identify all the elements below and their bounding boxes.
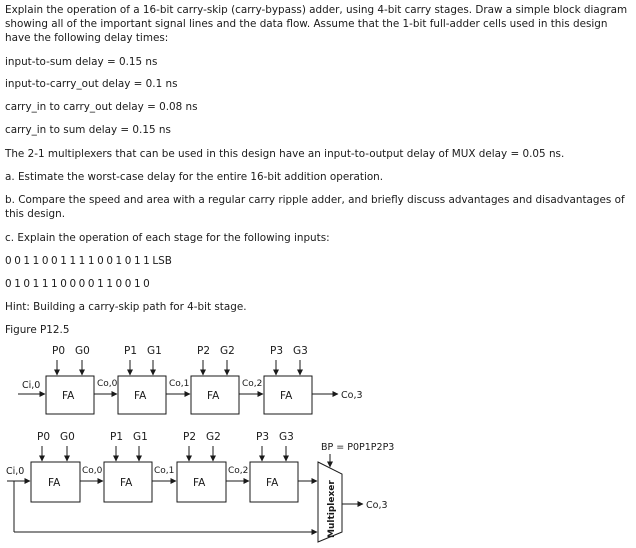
mux-delay-note: The 2-1 multiplexers that can be used in… — [5, 148, 565, 160]
top-p-g-labels: P0 G0 P1 G1 P2 G2 P3 G3 — [52, 345, 308, 357]
svg-text:G0: G0 — [75, 345, 90, 357]
figure-caption: Figure P12.5 — [5, 324, 70, 336]
input-line-1: 0011001111001011LSB — [5, 254, 172, 268]
svg-text:G1: G1 — [147, 345, 162, 357]
top-fa-label-2: FA — [207, 390, 220, 402]
svg-text:P3: P3 — [270, 345, 283, 357]
top-cout-2: Co,2 — [242, 379, 262, 389]
top-fa-label-3: FA — [280, 390, 293, 402]
input-bits-1: 0011001111001011 — [5, 255, 153, 267]
svg-text:P1: P1 — [124, 345, 137, 357]
top-cout-1: Co,1 — [169, 379, 189, 389]
svg-text:G1: G1 — [133, 431, 148, 443]
svg-text:G3: G3 — [293, 345, 308, 357]
lsb-label: LSB — [152, 255, 172, 267]
bottom-carry-in: Ci,0 — [6, 466, 24, 477]
top-fa-3 — [263, 375, 313, 415]
svg-text:P1: P1 — [110, 431, 123, 443]
svg-text:P0: P0 — [37, 431, 50, 443]
bottom-fa-1 — [103, 461, 153, 503]
bottom-p-g-labels: P0 G0 P1 G1 P2 G2 P3 G3 — [37, 431, 294, 443]
mux-label: Multiplexer — [327, 480, 337, 538]
bottom-cout-0: Co,0 — [82, 466, 103, 476]
problem-intro: Explain the operation of a 16-bit carry-… — [5, 4, 628, 44]
top-cout-0: Co,0 — [97, 379, 118, 389]
svg-text:G2: G2 — [220, 345, 235, 357]
delay-input-to-carry-out: input-to-carry_out delay = 0.1 ns — [5, 78, 178, 90]
bottom-fa-label-0: FA — [48, 477, 61, 489]
delay-input-to-sum: input-to-sum delay = 0.15 ns — [5, 56, 158, 68]
mux-out-label: Co,3 — [366, 500, 388, 511]
input-line-2: 0101110000110010 — [5, 278, 153, 290]
top-fa-label-0: FA — [62, 390, 75, 402]
svg-text:P2: P2 — [197, 345, 210, 357]
bottom-fa-3 — [249, 461, 299, 503]
bottom-fa-label-2: FA — [193, 477, 206, 489]
top-fa-1 — [117, 375, 167, 415]
bp-label: BP = P0P1P2P3 — [321, 442, 394, 453]
svg-text:G3: G3 — [279, 431, 294, 443]
svg-text:P0: P0 — [52, 345, 65, 357]
top-fa-2 — [190, 375, 240, 415]
svg-text:P3: P3 — [256, 431, 269, 443]
bottom-cout-2: Co,2 — [228, 466, 248, 476]
carry-skip-figure: P0 G0 P1 G1 P2 G2 P3 G3 Ci,0 FA FA FA FA… — [6, 345, 394, 543]
bottom-fa-label-3: FA — [266, 477, 279, 489]
part-c: c. Explain the operation of each stage f… — [5, 232, 330, 244]
svg-text:G2: G2 — [206, 431, 221, 443]
delay-carry-in-to-carry-out: carry_in to carry_out delay = 0.08 ns — [5, 101, 198, 113]
bottom-fa-label-1: FA — [120, 477, 133, 489]
svg-text:P2: P2 — [183, 431, 196, 443]
delay-carry-in-to-sum: carry_in to sum delay = 0.15 ns — [5, 124, 171, 136]
top-fa-0 — [45, 375, 95, 415]
part-a: a. Estimate the worst-case delay for the… — [5, 171, 384, 183]
bottom-fa-2 — [176, 461, 227, 503]
top-cout-3: Co,3 — [341, 390, 363, 401]
hint: Hint: Building a carry-skip path for 4-b… — [5, 301, 247, 313]
part-b: b. Compare the speed and area with a reg… — [5, 194, 625, 220]
top-carry-in: Ci,0 — [22, 380, 40, 391]
bottom-fa-0 — [30, 461, 81, 503]
top-fa-label-1: FA — [134, 390, 147, 402]
svg-text:G0: G0 — [60, 431, 75, 443]
multiplexer — [317, 461, 343, 543]
bottom-cout-1: Co,1 — [154, 466, 174, 476]
